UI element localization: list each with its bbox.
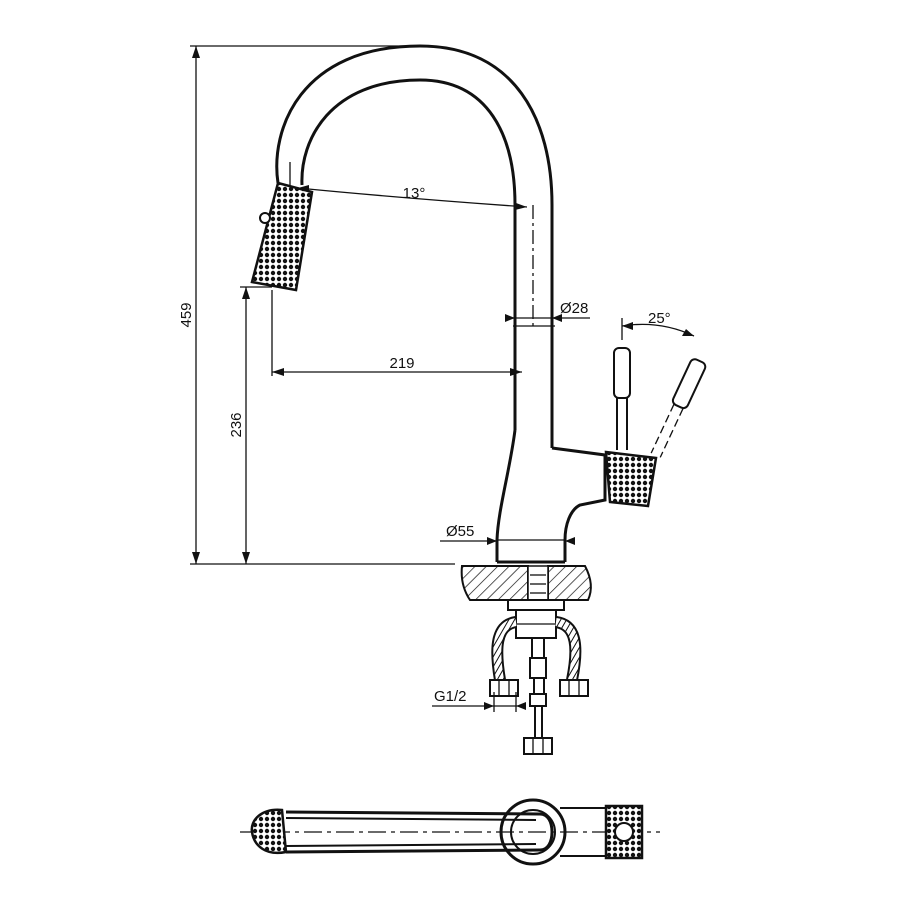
supply-hoses bbox=[489, 616, 589, 697]
gooseneck-spout bbox=[275, 44, 590, 448]
base-diameter-dimension bbox=[440, 537, 575, 545]
handle-angle-label: 25° bbox=[648, 310, 671, 327]
spout-height-dimension bbox=[240, 286, 272, 564]
mounting-shank bbox=[507, 599, 565, 639]
top-view bbox=[240, 798, 660, 866]
pull-out-hose bbox=[523, 637, 553, 755]
spout-diameter-label: Ø28 bbox=[560, 300, 588, 317]
handle-angle-dimension bbox=[621, 318, 695, 340]
spout-reach-label: 219 bbox=[389, 355, 414, 372]
spout-angle-label: 13° bbox=[403, 185, 426, 202]
lever-handle bbox=[604, 347, 707, 508]
base-diameter-label: Ø55 bbox=[446, 523, 474, 540]
spray-head bbox=[250, 181, 314, 292]
total-height-label: 459 bbox=[178, 302, 195, 327]
countertop-section bbox=[460, 565, 592, 601]
inlet-thread-dimension bbox=[432, 692, 526, 712]
faucet-body bbox=[495, 429, 607, 564]
spout-height-label: 236 bbox=[228, 412, 245, 437]
total-height-dimension bbox=[190, 45, 455, 565]
inlet-thread-label: G1/2 bbox=[434, 688, 467, 705]
